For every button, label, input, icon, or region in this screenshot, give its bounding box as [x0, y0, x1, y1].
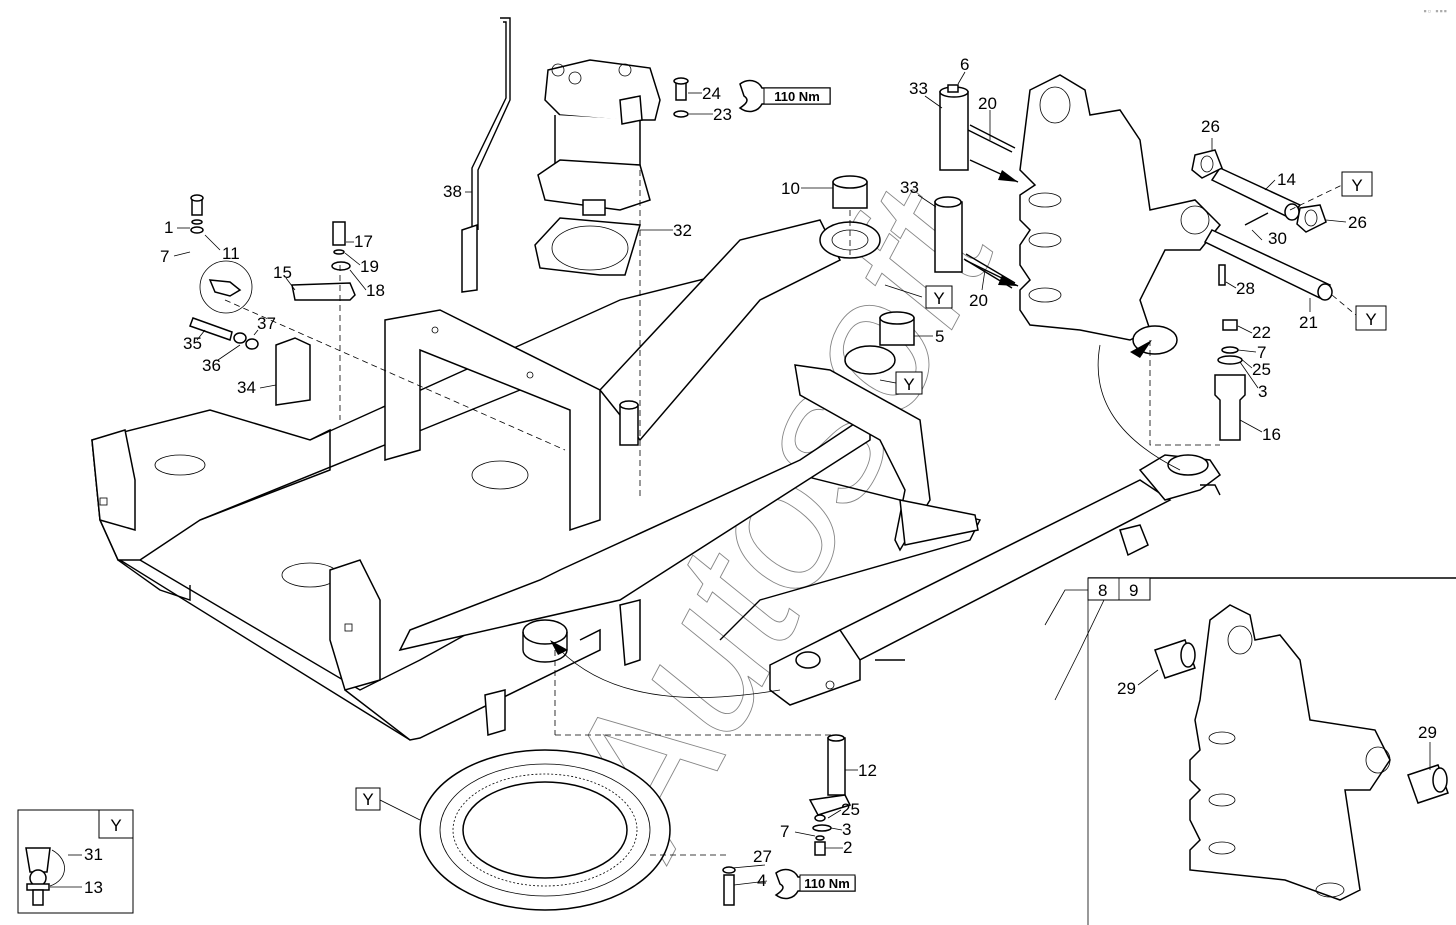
label-24: 24 — [702, 84, 721, 103]
pins-14-21 — [1191, 149, 1333, 301]
gasket — [534, 217, 641, 276]
label-31: 31 — [84, 845, 103, 864]
label-23: 23 — [713, 105, 732, 124]
y-marker-4: Y — [1355, 305, 1387, 331]
label-38: 38 — [443, 182, 462, 201]
label-11: 11 — [222, 244, 240, 263]
label-17: 17 — [354, 232, 373, 251]
label-3a: 3 — [1258, 382, 1267, 401]
slewing-ring — [419, 749, 671, 911]
svg-text:Y: Y — [903, 375, 914, 394]
pin-16-group — [1214, 319, 1246, 441]
svg-text:Y: Y — [1365, 310, 1376, 329]
label-16: 16 — [1262, 425, 1281, 444]
label-3b: 3 — [842, 820, 851, 839]
label-7b: 7 — [1257, 343, 1266, 362]
label-35: 35 — [183, 334, 202, 353]
swivel-bracket — [1019, 74, 1222, 355]
label-33b: 33 — [900, 178, 919, 197]
swing-motor — [537, 59, 661, 216]
label-9: 9 — [1129, 581, 1138, 600]
legend-box — [17, 809, 134, 914]
label-26a: 26 — [1201, 117, 1220, 136]
label-22: 22 — [1252, 323, 1271, 342]
torque-spec-top: 110 Nm — [738, 79, 831, 113]
label-25b: 25 — [841, 800, 860, 819]
pin-12-group — [555, 734, 852, 906]
connector-lines — [550, 150, 1220, 735]
svg-text:110 Nm: 110 Nm — [804, 876, 850, 891]
label-20b: 20 — [969, 291, 988, 310]
label-29a: 29 — [1117, 679, 1136, 698]
label-34: 34 — [237, 378, 256, 397]
y-marker-5: Y — [355, 787, 381, 811]
label-15: 15 — [273, 263, 292, 282]
label-6: 6 — [960, 55, 969, 74]
left-hardware — [189, 194, 566, 451]
label-7c: 7 — [780, 822, 789, 841]
label-26b: 26 — [1348, 213, 1367, 232]
bushings — [832, 175, 915, 346]
y-marker-2: Y — [895, 371, 923, 395]
label-1: 1 — [164, 218, 173, 237]
corner-indicator: ▪︎▫︎ ▪︎▪︎▪︎ — [1423, 6, 1448, 16]
y-marker-1: Y — [925, 285, 953, 309]
label-33a: 33 — [909, 79, 928, 98]
label-32: 32 — [673, 221, 692, 240]
swing-cylinder — [769, 454, 1222, 706]
svg-text:Y: Y — [933, 289, 944, 308]
label-7: 7 — [160, 247, 169, 266]
label-21: 21 — [1299, 313, 1318, 332]
legend-title: Y — [110, 816, 121, 835]
svg-text:Y: Y — [362, 790, 373, 809]
label-28: 28 — [1236, 279, 1255, 298]
label-13: 13 — [84, 878, 103, 897]
part-labels: 1 7 11 17 19 15 18 35 37 36 34 38 24 23 … — [84, 55, 1437, 897]
label-19: 19 — [360, 257, 379, 276]
label-18: 18 — [366, 281, 385, 300]
label-12: 12 — [858, 761, 877, 780]
label-2: 2 — [843, 838, 852, 857]
y-marker-3: Y — [1341, 171, 1373, 197]
label-4: 4 — [757, 871, 766, 890]
label-14: 14 — [1277, 170, 1296, 189]
torque-spec-bottom: 110 Nm — [774, 868, 856, 900]
variant-inset — [1087, 577, 1456, 925]
label-20a: 20 — [978, 94, 997, 113]
label-25a: 25 — [1252, 360, 1271, 379]
label-29b: 29 — [1418, 723, 1437, 742]
pins-33-20 — [934, 84, 1019, 289]
label-8: 8 — [1098, 581, 1107, 600]
label-27: 27 — [753, 847, 772, 866]
label-30: 30 — [1268, 229, 1287, 248]
main-frame — [91, 219, 982, 741]
label-37: 37 — [257, 314, 276, 333]
rod — [461, 17, 511, 293]
label-36: 36 — [202, 356, 221, 375]
leader-lines — [50, 71, 1431, 888]
label-5: 5 — [935, 327, 944, 346]
svg-text:Y: Y — [1351, 176, 1362, 195]
label-10: 10 — [781, 179, 800, 198]
svg-text:110 Nm: 110 Nm — [774, 89, 820, 104]
